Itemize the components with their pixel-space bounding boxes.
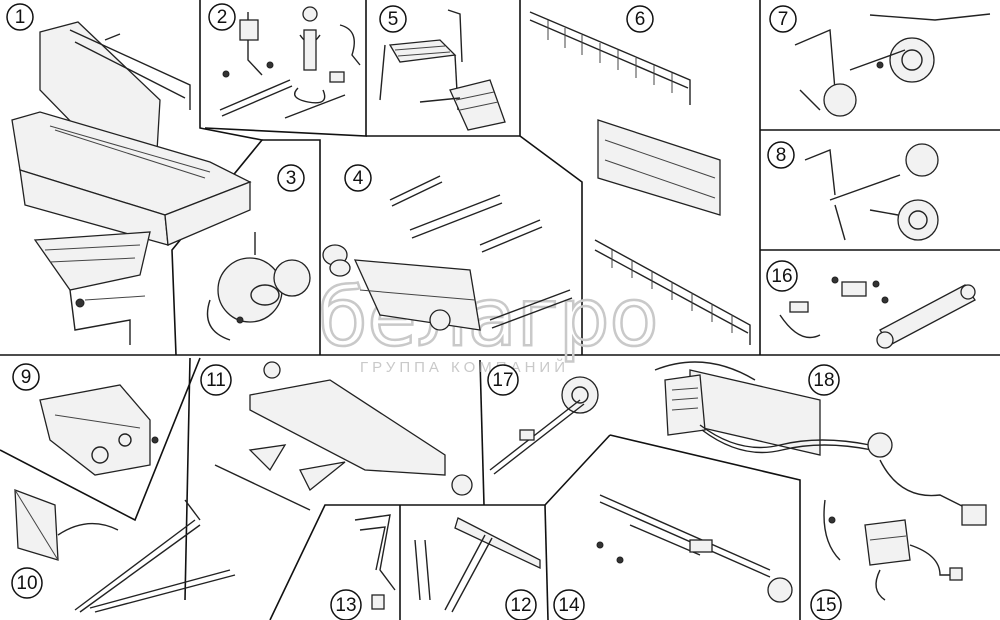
svg-text:15: 15 [815,595,836,616]
drive-sprocket-drawing [489,376,599,475]
section-label-13: 13 [330,589,362,620]
section-label-11: 11 [200,364,232,396]
svg-text:3: 3 [286,168,297,189]
svg-text:11: 11 [206,370,226,391]
valve-fittings-drawing [219,6,361,119]
section-label-1: 1 [6,3,34,31]
svg-text:8: 8 [776,145,787,166]
section-label-12: 12 [505,589,537,620]
support-stand-drawing [414,517,541,613]
section-label-18: 18 [808,364,840,396]
svg-text:6: 6 [635,9,646,30]
svg-text:1: 1 [15,7,26,28]
lever-mechanism-drawing [354,514,396,610]
svg-text:14: 14 [558,595,580,616]
steps-platform-drawing [379,9,506,131]
toolbar-coulters-drawing [529,11,751,345]
reflector-sign-drawing [14,489,119,561]
svg-text:16: 16 [771,266,792,287]
press-wheel-drawing [804,143,939,241]
svg-text:17: 17 [492,370,513,391]
svg-text:4: 4 [353,168,364,189]
seed-monitor-drawing [654,361,987,526]
section-label-16: 16 [766,260,798,292]
bracket-plate-drawing [39,384,159,476]
svg-text:12: 12 [510,595,531,616]
svg-text:9: 9 [21,367,32,388]
fan-blower-drawing [206,232,311,341]
section-label-4: 4 [344,164,372,192]
section-label-7: 7 [769,5,797,33]
section-label-8: 8 [767,141,795,169]
frame-rails-drawing [322,175,573,331]
svg-text:10: 10 [16,573,37,594]
svg-text:2: 2 [217,7,228,28]
section-label-15: 15 [810,589,842,620]
section-labels: 1 2 3 4 5 6 7 8 9 10 11 12 13 14 15 16 1… [6,3,842,620]
section-label-5: 5 [379,5,407,33]
disc-coulter-drawing [794,13,991,117]
hydraulic-cylinder-drawing [779,276,976,349]
section-label-9: 9 [12,363,40,391]
control-block-drawing [823,499,963,601]
svg-text:18: 18 [813,370,834,391]
section-label-17: 17 [487,364,519,396]
svg-text:13: 13 [335,595,356,616]
watermark-subtitle: ГРУППА КОМПАНИЙ [360,358,569,376]
section-label-6: 6 [626,5,654,33]
section-label-14: 14 [553,589,585,620]
section-label-3: 3 [277,164,305,192]
section-label-2: 2 [208,3,236,31]
section-label-10: 10 [11,567,43,599]
svg-text:7: 7 [778,9,789,30]
hopper-assembly-drawing [11,21,252,345]
marker-arm-drawing [596,494,793,603]
svg-text:5: 5 [388,9,399,30]
axle-drawbar-drawing [74,361,473,613]
